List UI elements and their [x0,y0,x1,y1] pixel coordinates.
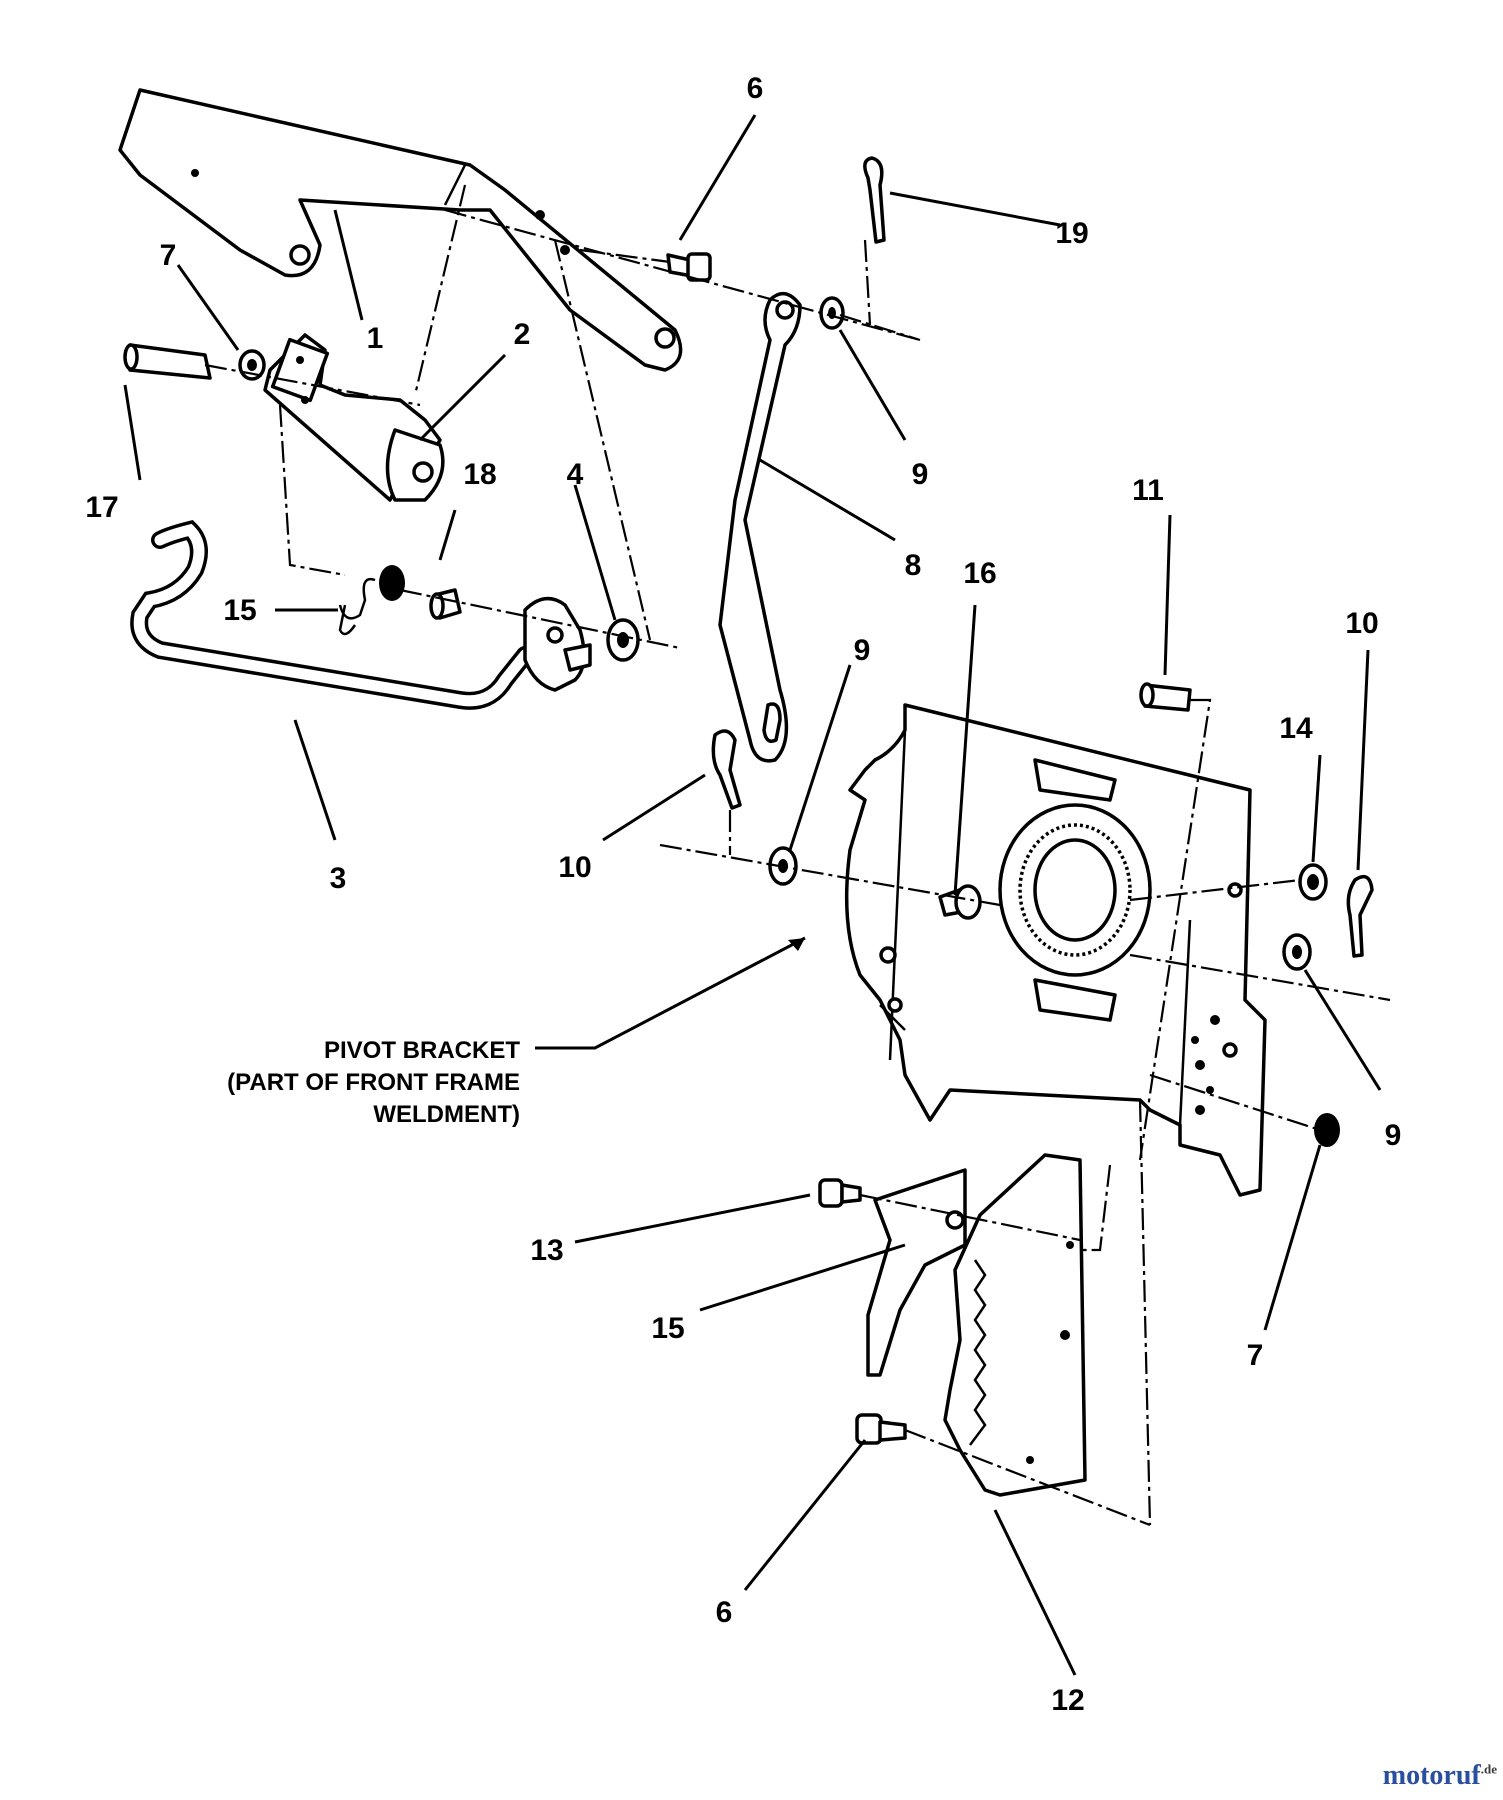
part-8-link [718,291,802,763]
callout-1: 1 [367,322,384,355]
callout-15-plate: 15 [651,1312,684,1345]
part-15-plate [866,1168,967,1377]
callout-6-top: 6 [747,72,764,105]
callout-3: 3 [330,862,347,895]
watermark-main: motoruf [1382,1760,1481,1791]
part-3-end-plate [523,596,592,692]
callout-6-bottom: 6 [716,1596,733,1629]
bracket-label-line2: (PART OF FRONT FRAME [227,1069,520,1096]
callout-16: 16 [963,557,996,590]
callout-9-top: 9 [912,458,929,491]
part-11-bushing [1139,682,1192,712]
callout-7-top: 7 [160,239,177,272]
callout-14: 14 [1279,712,1313,745]
assembly-centerlines [204,184,1391,1527]
leader-lines [123,114,1382,1676]
part-1-handle-lever [118,88,683,372]
part-15-spring [338,565,405,636]
part-12-sector [943,1153,1087,1497]
part-18-bushing [429,588,462,620]
part-13-bolt [818,1178,862,1208]
part-9-washer-right [1282,933,1312,971]
callout-7-right: 7 [1247,1339,1264,1372]
callout-15-spring: 15 [223,594,256,627]
part-3-rod [130,520,534,710]
callout-9-right: 9 [1385,1119,1402,1152]
callout-10-left: 10 [558,851,591,884]
bracket-label-line1: PIVOT BRACKET [324,1037,520,1064]
part-6-bolt-top [666,252,712,282]
part-7-nut-right [1314,1113,1340,1147]
callout-12: 12 [1051,1684,1084,1717]
part-2-control-bracket [263,333,445,502]
callout-2: 2 [514,318,531,351]
part-6-bolt-bottom [855,1413,907,1445]
part-19-cotter-pin [863,156,886,244]
callout-18: 18 [463,458,496,491]
callout-8: 8 [905,549,922,582]
watermark-tld: .de [1480,1761,1497,1777]
callout-13: 13 [530,1234,563,1267]
callout-19: 19 [1055,217,1088,250]
callout-9-mid: 9 [854,634,871,667]
callout-4: 4 [567,458,584,491]
bracket-label-line3: WELDMENT) [373,1101,520,1128]
callout-labels: 6 19 7 1 2 17 18 4 9 8 15 3 10 9 16 11 1… [85,72,1401,1717]
callout-10-right: 10 [1345,607,1378,640]
site-watermark: motoruf.de [1383,1760,1497,1792]
part-4-washer [606,618,640,662]
callout-11: 11 [1132,474,1164,507]
part-14-nut [1298,863,1328,901]
part-10-cotter-right [1346,874,1374,958]
part-9-washer-top [819,296,845,330]
part-10-cotter-left [711,729,742,810]
pivot-bracket [844,703,1267,1197]
pivot-bracket-label: PIVOT BRACKET (PART OF FRONT FRAME WELDM… [227,1037,520,1128]
part-17-pin [123,343,212,380]
callout-17: 17 [85,491,118,524]
